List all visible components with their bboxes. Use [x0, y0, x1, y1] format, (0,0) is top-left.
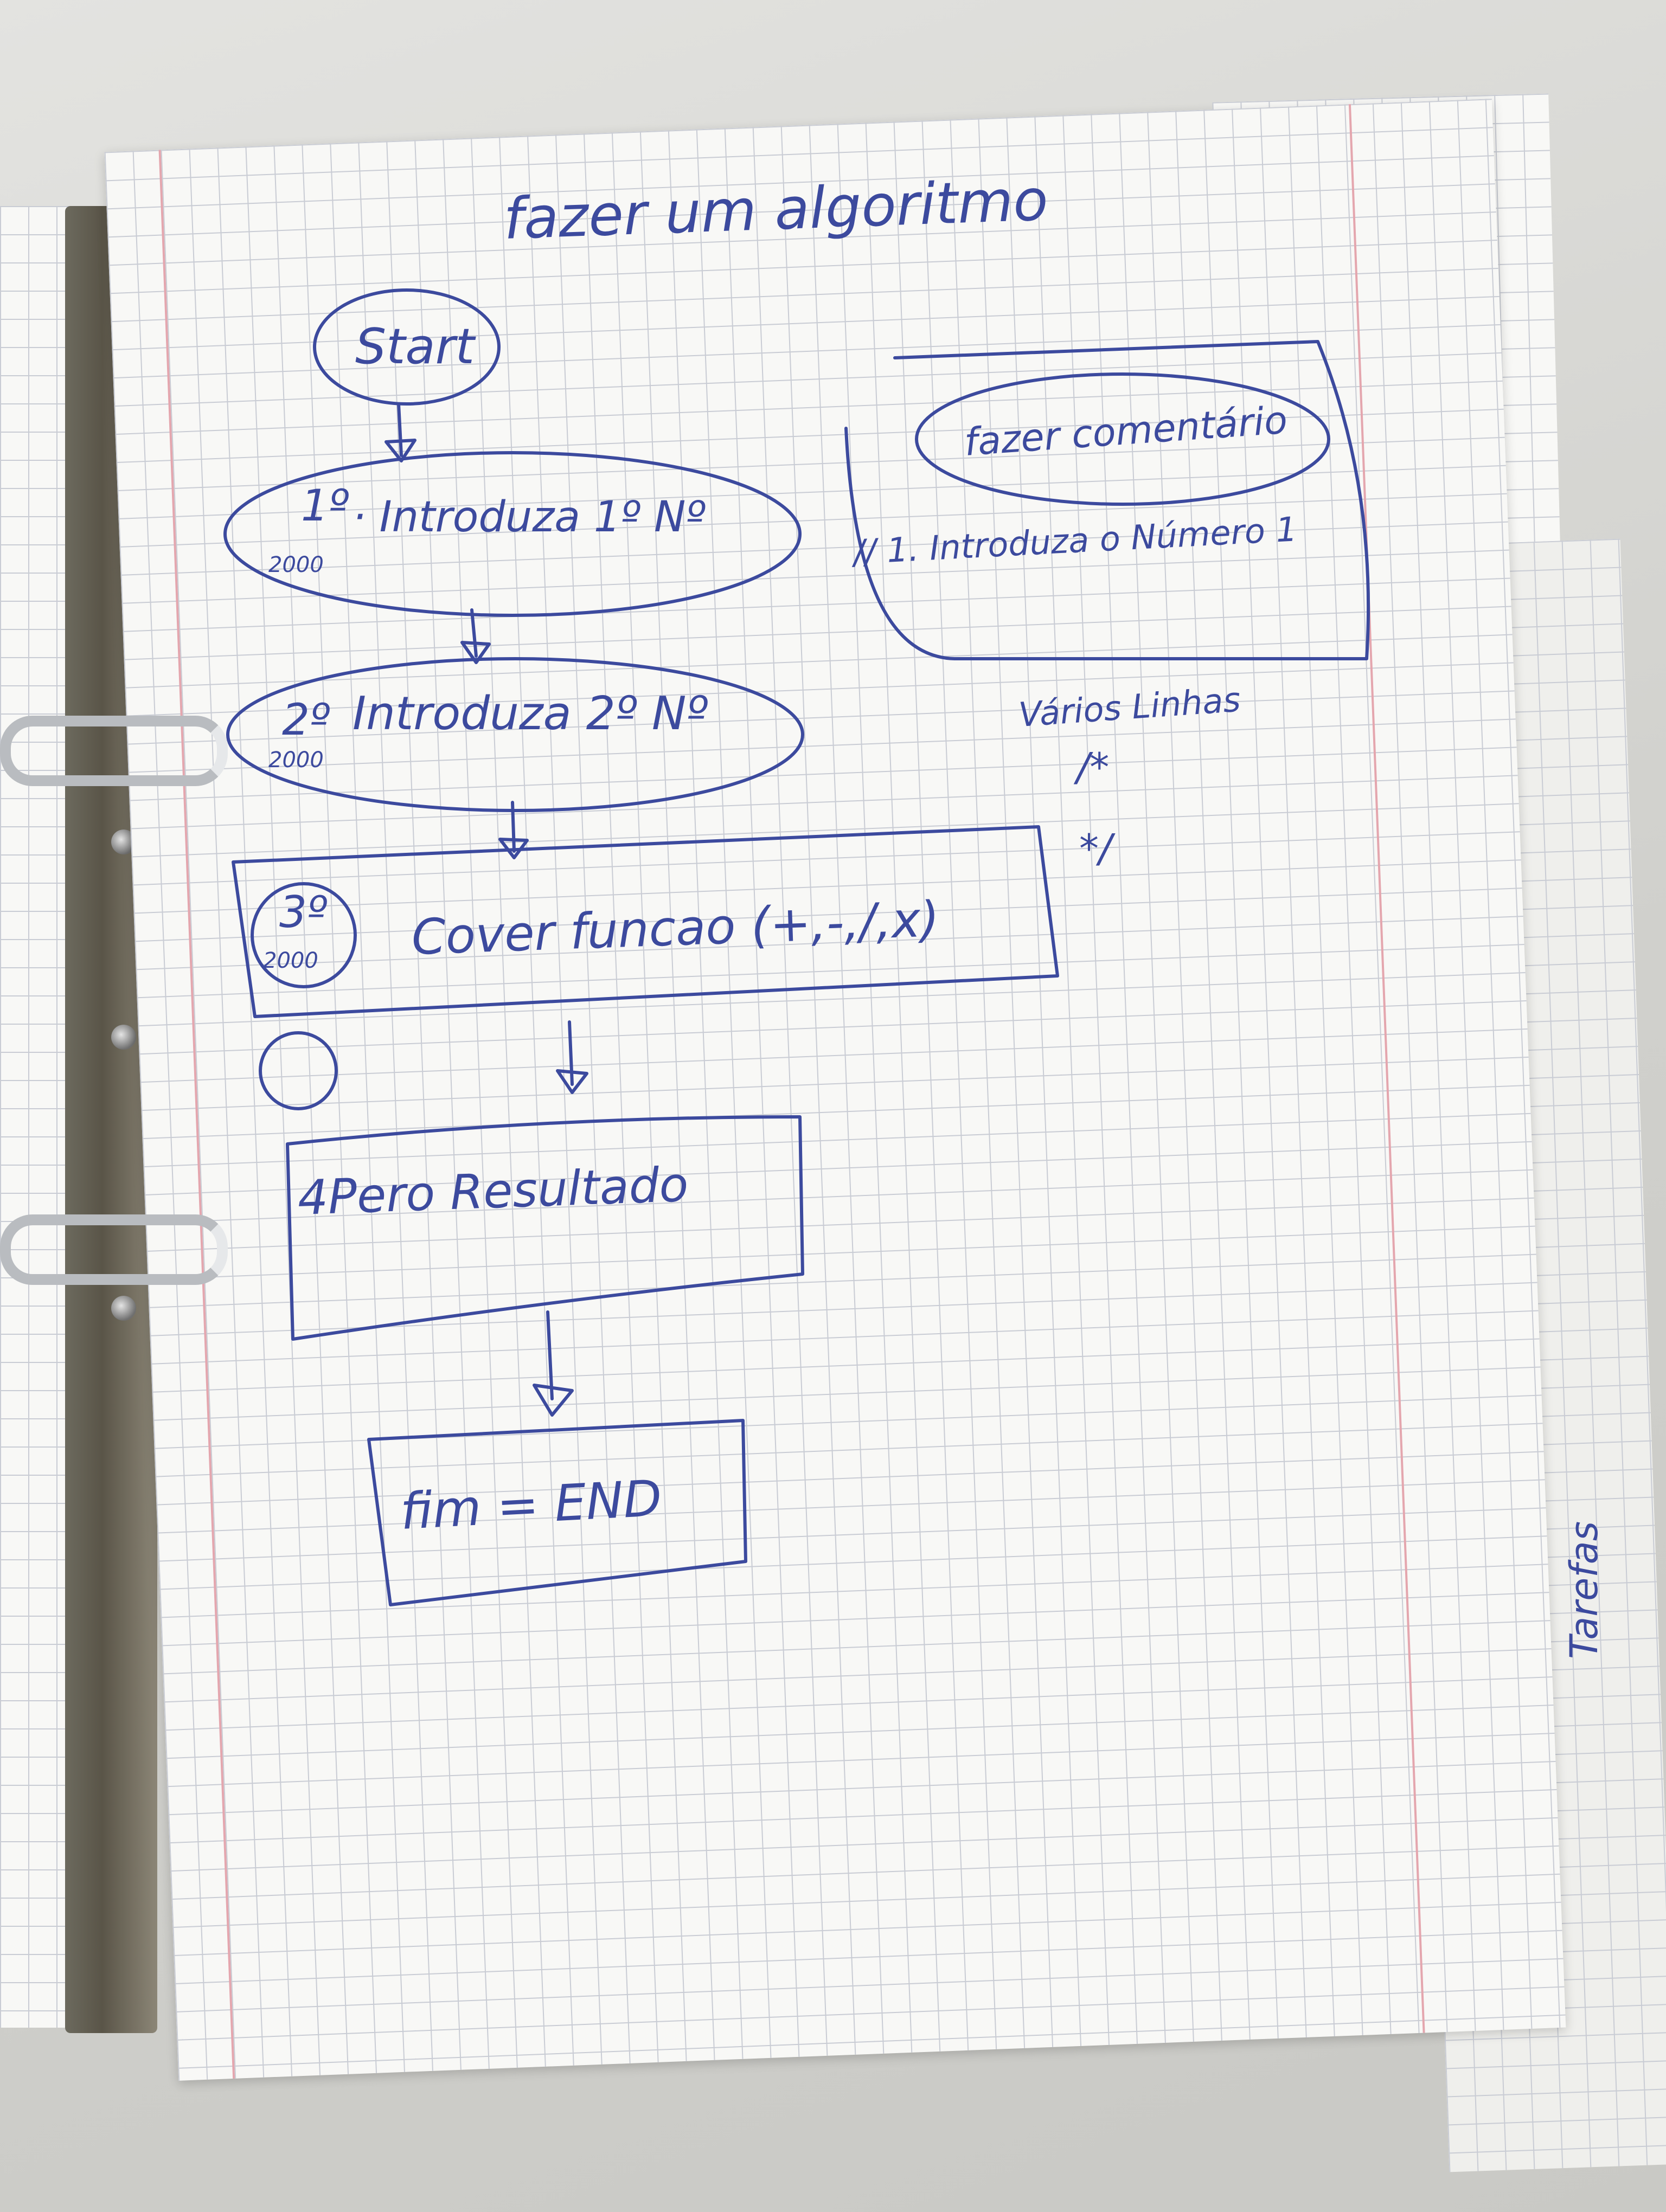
- end-label: fim = END: [399, 1469, 663, 1541]
- notebook-heading: fazer um algoritmo: [503, 167, 1049, 252]
- multiline-note-open: /*: [1073, 744, 1109, 790]
- step3-number-circle: [251, 882, 357, 988]
- arrow: [460, 608, 491, 664]
- step3-process-box: [232, 825, 1059, 1018]
- side-note-outer-shape: [844, 340, 1370, 660]
- step1-ellipse: [223, 451, 802, 617]
- step2-number: 2º: [282, 695, 330, 745]
- step1-label: · Introduza 1º Nº: [353, 493, 706, 542]
- step2-tag: 2000: [268, 748, 324, 773]
- arrow: [385, 402, 416, 462]
- multiline-note-title: Vários Linhas: [1017, 680, 1242, 735]
- start-label: Start: [355, 318, 477, 375]
- step4-output-box: [286, 1115, 804, 1341]
- step3-label: Cover funcao (+,-,/,x): [411, 891, 940, 966]
- end-box: [367, 1419, 747, 1606]
- side-note-title: fazer comentário: [963, 398, 1289, 465]
- step4-label: 4Pero Resultado: [297, 1156, 689, 1226]
- binder-ring: [0, 716, 228, 786]
- binder-rivet: [111, 1296, 136, 1321]
- step3-number: 3º: [279, 887, 328, 937]
- step2-ellipse: [226, 657, 804, 812]
- binder-rivet: [111, 1025, 136, 1050]
- multiline-note-close: */: [1079, 826, 1116, 871]
- arrow: [533, 1310, 574, 1417]
- side-note-ellipse: [915, 372, 1330, 506]
- step1-tag: 2000: [268, 552, 324, 577]
- start-terminator: [313, 288, 501, 406]
- arrow: [556, 1020, 588, 1094]
- step4-scribble-circle: [259, 1031, 338, 1110]
- step1-number: 1º: [301, 480, 349, 531]
- step3-tag: 2000: [263, 948, 318, 973]
- step2-label: Introduza 2º Nº: [353, 687, 708, 741]
- side-note-line: // 1. Introduza o Número 1: [850, 509, 1298, 572]
